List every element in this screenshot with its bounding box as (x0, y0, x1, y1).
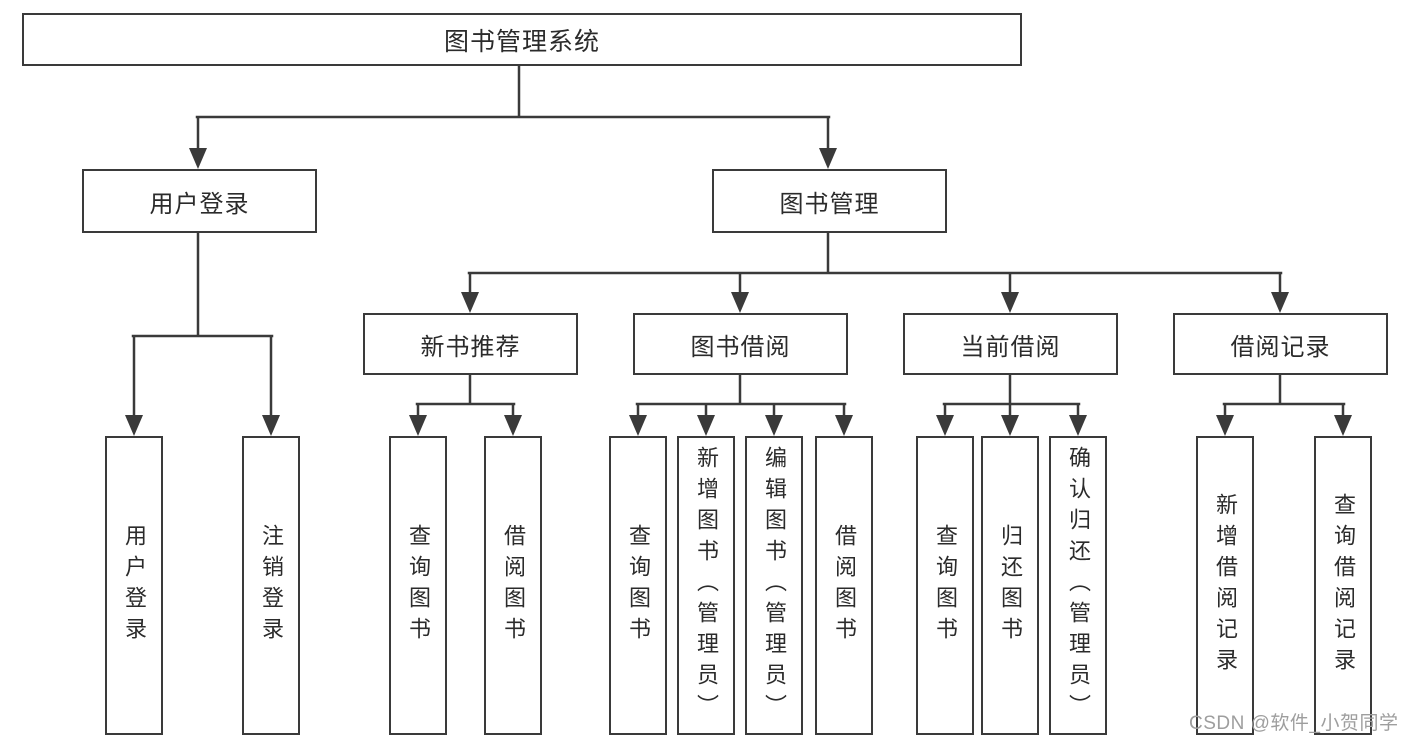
node-label: 图书借阅 (690, 333, 791, 361)
node-new-book-recommend: 新书推荐 (363, 313, 578, 375)
node-label: 新书推荐 (420, 333, 521, 361)
leaf-logout: 注销登录 (242, 436, 300, 735)
node-label: 用户登录 (149, 190, 250, 218)
leaf-edit-book-admin: 编辑图书（管理员） (745, 436, 803, 735)
node-label: 查询图书 (406, 523, 431, 648)
connector-path (131, 64, 1346, 406)
node-borrow-records: 借阅记录 (1173, 313, 1388, 375)
node-label: 借阅图书 (501, 523, 526, 648)
node-label: 注销登录 (259, 523, 284, 648)
node-label: 借阅记录 (1230, 333, 1331, 361)
arrow-stems (132, 117, 1345, 420)
leaf-query-books-current: 查询图书 (916, 436, 974, 735)
leaf-add-book-admin: 新增图书（管理员） (677, 436, 735, 735)
node-label: 新增借阅记录 (1213, 492, 1238, 679)
node-label: 当前借阅 (960, 333, 1061, 361)
leaf-query-books-recommend: 查询图书 (389, 436, 447, 735)
node-label: 图书管理 (779, 190, 880, 218)
node-label: 借阅图书 (832, 523, 857, 648)
node-label: 归还图书 (998, 523, 1023, 648)
node-label: 查询图书 (626, 523, 651, 648)
node-label: 新增图书（管理员） (694, 446, 719, 725)
leaf-borrow-books-recommend: 借阅图书 (484, 436, 542, 735)
leaf-add-borrow-record: 新增借阅记录 (1196, 436, 1254, 735)
arrowheads (125, 148, 1352, 436)
node-label: 确认归还（管理员） (1066, 446, 1091, 725)
node-book-management: 图书管理 (712, 169, 947, 233)
node-label: 查询借阅记录 (1331, 492, 1356, 679)
node-book-borrow: 图书借阅 (633, 313, 848, 375)
node-system-root: 图书管理系统 (22, 13, 1022, 66)
leaf-query-borrow-record: 查询借阅记录 (1314, 436, 1372, 735)
leaf-borrow-books: 借阅图书 (815, 436, 873, 735)
node-user-login: 用户登录 (82, 169, 317, 233)
leaf-query-books-borrow: 查询图书 (609, 436, 667, 735)
node-label: 编辑图书（管理员） (762, 446, 787, 725)
node-label: 用户登录 (122, 523, 147, 648)
node-current-borrow: 当前借阅 (903, 313, 1118, 375)
leaf-confirm-return-admin: 确认归还（管理员） (1049, 436, 1107, 735)
node-label: 查询图书 (933, 523, 958, 648)
csdn-watermark: CSDN @软件_小贺同学 (1189, 713, 1399, 734)
leaf-return-book: 归还图书 (981, 436, 1039, 735)
node-label: 图书管理系统 (443, 27, 600, 56)
leaf-user-login: 用户登录 (105, 436, 163, 735)
